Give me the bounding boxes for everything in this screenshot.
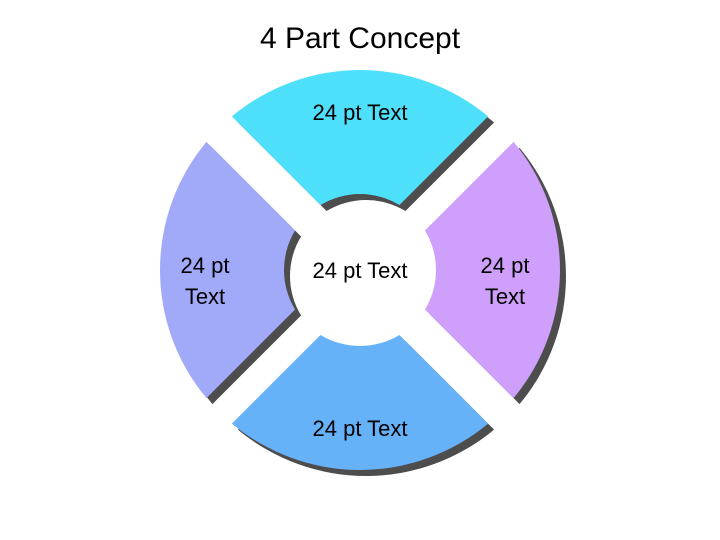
segments xyxy=(160,70,560,470)
segment-top-label: 24 pt Text xyxy=(312,100,408,125)
segment-left-label-line2: Text xyxy=(184,284,226,309)
segment-right xyxy=(424,141,560,399)
segment-bottom xyxy=(231,334,489,470)
segment-left-label: 24 pt Text xyxy=(155,250,255,312)
segment-right-label-line1: 24 pt xyxy=(480,253,530,278)
segment-bottom-label: 24 pt Text xyxy=(312,416,408,441)
segment-left-label-line1: 24 pt xyxy=(180,253,230,278)
center-label: 24 pt Text xyxy=(312,258,408,283)
segment-right-label: 24 pt Text xyxy=(455,250,555,312)
segment-right-label-line2: Text xyxy=(484,284,526,309)
segment-left xyxy=(160,141,296,399)
diagram-title: 4 Part Concept xyxy=(259,22,461,55)
segment-top xyxy=(231,70,489,206)
